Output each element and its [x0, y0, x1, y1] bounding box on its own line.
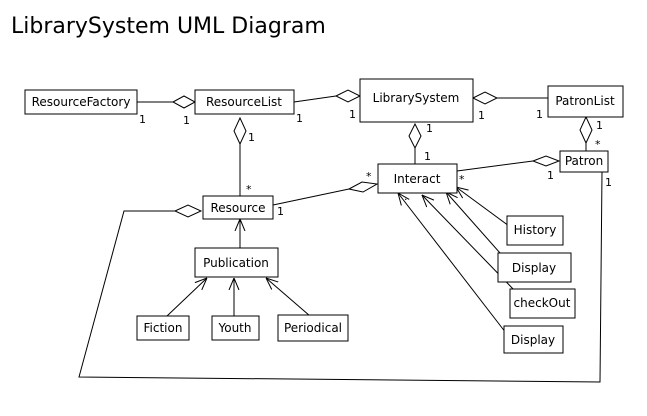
edge-resource-patron-loop	[78, 171, 603, 383]
class-periodical: Periodical	[277, 314, 349, 342]
class-name: checkOut	[514, 296, 571, 310]
class-patron: Patron	[559, 150, 609, 173]
multiplicity-label: .	[404, 190, 408, 203]
class-name: LibrarySystem	[373, 91, 460, 105]
aggregation-diamond-librarysystem-bottom	[408, 122, 422, 150]
multiplicity-label: 1	[296, 112, 303, 125]
multiplicity-label: 1	[349, 108, 356, 121]
multiplicity-label: 1	[139, 113, 146, 126]
aggregation-diamond-resourcelist-left	[171, 95, 197, 109]
aggregation-diamond-patronlist-bottom	[579, 115, 593, 145]
multiplicity-label: 1	[547, 169, 554, 182]
class-name: ResourceList	[206, 95, 282, 109]
class-interact: Interact	[377, 163, 458, 194]
aggregation-diamond-librarysystem-left	[334, 89, 362, 103]
multiplicity-label: *	[595, 138, 601, 151]
class-patronlist: PatronList	[547, 85, 624, 118]
class-name: Youth	[218, 321, 252, 335]
class-name: Patron	[565, 154, 603, 168]
edge-periodical-publication	[266, 278, 311, 317]
multiplicity-label: 1	[605, 176, 612, 189]
edge-display1-interact	[446, 192, 509, 263]
class-name: Publication	[203, 256, 269, 270]
edge-history-interact	[456, 187, 510, 227]
edge-resourcelist-librarysystem	[293, 95, 337, 103]
class-name: Resource	[210, 201, 265, 215]
aggregation-diamond-patron-left	[531, 155, 561, 167]
multiplicity-label: 1	[536, 108, 543, 121]
multiplicity-label: 1	[424, 150, 431, 163]
class-name: Interact	[394, 172, 441, 186]
aggregation-diamond-resourcelist-bottom	[233, 116, 247, 146]
class-publication: Publication	[194, 247, 279, 278]
class-name: Fiction	[144, 321, 183, 335]
class-name: History	[514, 223, 557, 237]
page-title: LibrarySystem UML Diagram	[11, 14, 326, 39]
edge-fiction-publication	[166, 278, 207, 317]
class-resourcelist: ResourceList	[194, 89, 295, 115]
class-youth: Youth	[211, 315, 260, 341]
class-history: History	[506, 215, 564, 246]
edge-resource-interact	[272, 188, 350, 206]
aggregation-diamond-interact-left	[347, 181, 379, 193]
multiplicity-label: 1	[277, 205, 284, 218]
class-name: PatronList	[555, 94, 615, 108]
edge-display2-interact	[398, 193, 507, 334]
class-fiction: Fiction	[136, 315, 190, 341]
aggregation-diamond-librarysystem-right	[471, 91, 499, 105]
multiplicity-label: 1	[248, 131, 255, 144]
class-name: Periodical	[284, 321, 342, 335]
multiplicity-label: 1	[426, 122, 433, 135]
multiplicity-label: 1	[183, 114, 190, 127]
multiplicity-label: *	[459, 173, 465, 186]
class-checkout: checkOut	[509, 288, 576, 319]
multiplicity-label: 1	[596, 119, 603, 132]
class-name: Display	[511, 333, 555, 347]
multiplicity-label: *	[246, 183, 252, 196]
class-resourcefactory: ResourceFactory	[24, 89, 138, 115]
multiplicity-label: *	[366, 170, 372, 183]
class-name: ResourceFactory	[32, 95, 131, 109]
class-name: Display	[512, 261, 556, 275]
edge-patron-interact	[456, 160, 534, 172]
class-display-1: Display	[497, 252, 572, 283]
class-resource: Resource	[202, 195, 274, 220]
multiplicity-label: 1	[478, 109, 485, 122]
class-librarysystem: LibrarySystem	[359, 78, 474, 123]
aggregation-diamond-resource-left	[173, 204, 203, 218]
class-display-2: Display	[503, 325, 564, 354]
